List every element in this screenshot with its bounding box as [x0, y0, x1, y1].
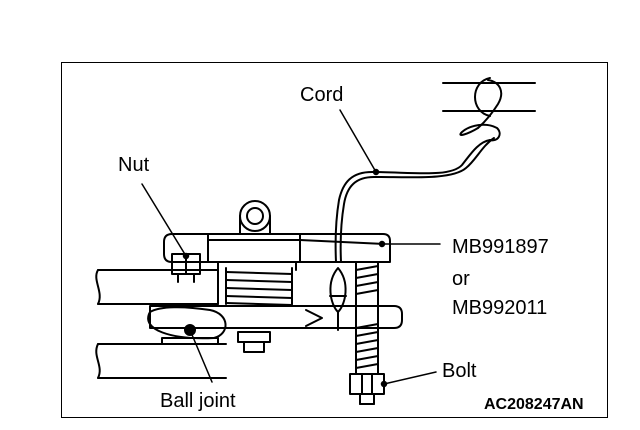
tool-lower-arm: [149, 305, 403, 329]
label-tool-line1: MB991897: [452, 236, 549, 258]
cord-shackle: [329, 267, 347, 331]
ball-joint-boot: [147, 306, 227, 345]
label-ball-joint: Ball joint: [160, 390, 236, 412]
tool-upper-arm: [163, 233, 391, 271]
cord: [334, 137, 495, 263]
upper-arm-bar: [442, 77, 536, 142]
label-tool-line3: MB992011: [452, 297, 548, 319]
label-nut: Nut: [118, 154, 150, 176]
lower-nut: [237, 331, 271, 353]
figure-frame: [61, 62, 608, 418]
coil-spring: [225, 267, 293, 306]
ball-stud: [239, 200, 271, 235]
leader-lines: [141, 109, 441, 388]
figure-code: AC208247AN: [484, 396, 584, 413]
knuckle: [95, 269, 227, 379]
threaded-rod: [355, 261, 379, 375]
label-cord: Cord: [300, 84, 344, 106]
bolt-head: [349, 373, 385, 405]
label-bolt: Bolt: [442, 360, 477, 382]
label-tool-line2: or: [452, 268, 470, 290]
